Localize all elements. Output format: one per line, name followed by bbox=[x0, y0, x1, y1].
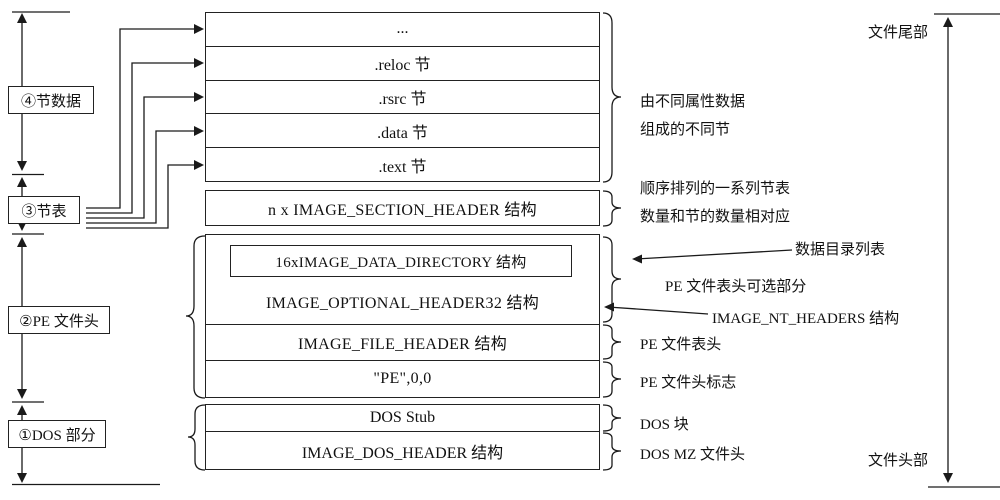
label-pe-header: ②PE 文件头 bbox=[8, 306, 110, 334]
note-section-table-line2: 数量和节的数量相对应 bbox=[640, 208, 791, 225]
dos-stub-row: DOS Stub bbox=[369, 409, 436, 426]
optional-header-row: IMAGE_OPTIONAL_HEADER32 结构 bbox=[265, 295, 540, 312]
section-row-reloc: .reloc 节 bbox=[206, 45, 599, 80]
note-file-tail: 文件尾部 bbox=[868, 24, 929, 41]
label-section-data: ④节数据 bbox=[8, 86, 94, 114]
pe-signature-row: "PE",0,0 bbox=[373, 370, 432, 387]
pe-box-separator-2 bbox=[206, 360, 599, 361]
note-dos-block: DOS 块 bbox=[640, 416, 689, 433]
note-dos-mz-header: DOS MZ 文件头 bbox=[640, 446, 746, 463]
section-header-row: n x IMAGE_SECTION_HEADER 结构 bbox=[205, 190, 600, 226]
section-row-ellipsis: ... bbox=[396, 20, 409, 38]
section-row-data: .data 节 bbox=[206, 113, 599, 147]
dos-block: DOS Stub IMAGE_DOS_HEADER 结构 bbox=[205, 404, 600, 470]
label-section-table: ③节表 bbox=[8, 196, 80, 224]
note-sections-line1: 由不同属性数据 bbox=[640, 93, 746, 110]
note-data-directory: 数据目录列表 bbox=[795, 241, 886, 258]
note-pe-file-header: PE 文件表头 bbox=[640, 336, 722, 353]
note-file-head: 文件头部 bbox=[868, 452, 929, 469]
sections-block: ... .reloc 节 .rsrc 节 .data 节 .text 节 bbox=[205, 12, 600, 182]
section-row-text: .text 节 bbox=[206, 147, 599, 181]
note-optional-part: PE 文件表头可选部分 bbox=[665, 278, 807, 295]
data-directory-box: 16xIMAGE_DATA_DIRECTORY 结构 bbox=[230, 245, 572, 277]
file-header-row: IMAGE_FILE_HEADER 结构 bbox=[297, 336, 508, 353]
label-dos-part: ①DOS 部分 bbox=[8, 420, 106, 448]
note-pe-flag: PE 文件头标志 bbox=[640, 374, 737, 391]
pe-box-separator-1 bbox=[206, 324, 599, 325]
section-row-rsrc: .rsrc 节 bbox=[206, 79, 599, 114]
note-nt-headers: IMAGE_NT_HEADERS 结构 bbox=[712, 310, 900, 327]
note-section-table-line1: 顺序排列的一系列节表 bbox=[640, 180, 791, 197]
dos-header-row: IMAGE_DOS_HEADER 结构 bbox=[206, 431, 599, 469]
note-sections-line2: 组成的不同节 bbox=[640, 121, 731, 138]
